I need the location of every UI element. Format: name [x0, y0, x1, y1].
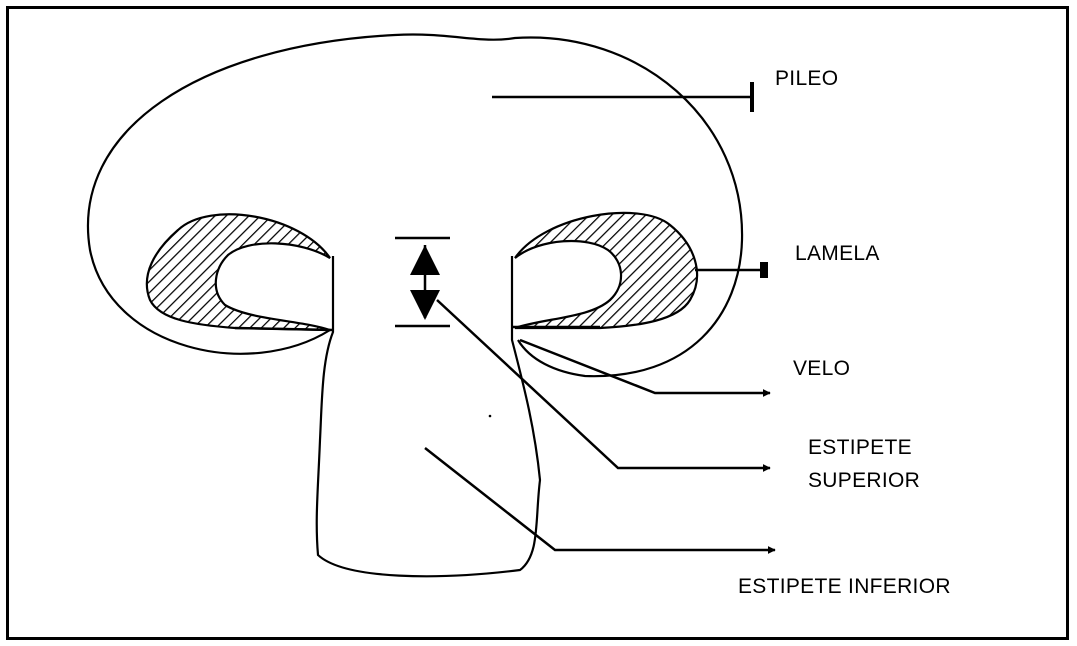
label-velo: VELO: [793, 353, 850, 384]
label-estipete-inferior: ESTIPETE INFERIOR: [738, 571, 951, 602]
dimension-arrow-up: [410, 245, 440, 275]
dimension-arrow-down: [410, 290, 440, 320]
velo-pointer: [520, 340, 770, 393]
small-dot: [489, 415, 492, 418]
label-estipete-superior-line1: ESTIPETE: [808, 432, 912, 463]
label-estipete-superior-line2: SUPERIOR: [808, 465, 920, 496]
left-gill: [147, 214, 330, 330]
label-pileo: PILEO: [775, 63, 838, 94]
label-lamela: LAMELA: [795, 238, 880, 269]
lamela-pointer-cap: [760, 262, 768, 278]
estipete-inferior-pointer: [425, 448, 775, 550]
right-gill: [515, 213, 697, 328]
